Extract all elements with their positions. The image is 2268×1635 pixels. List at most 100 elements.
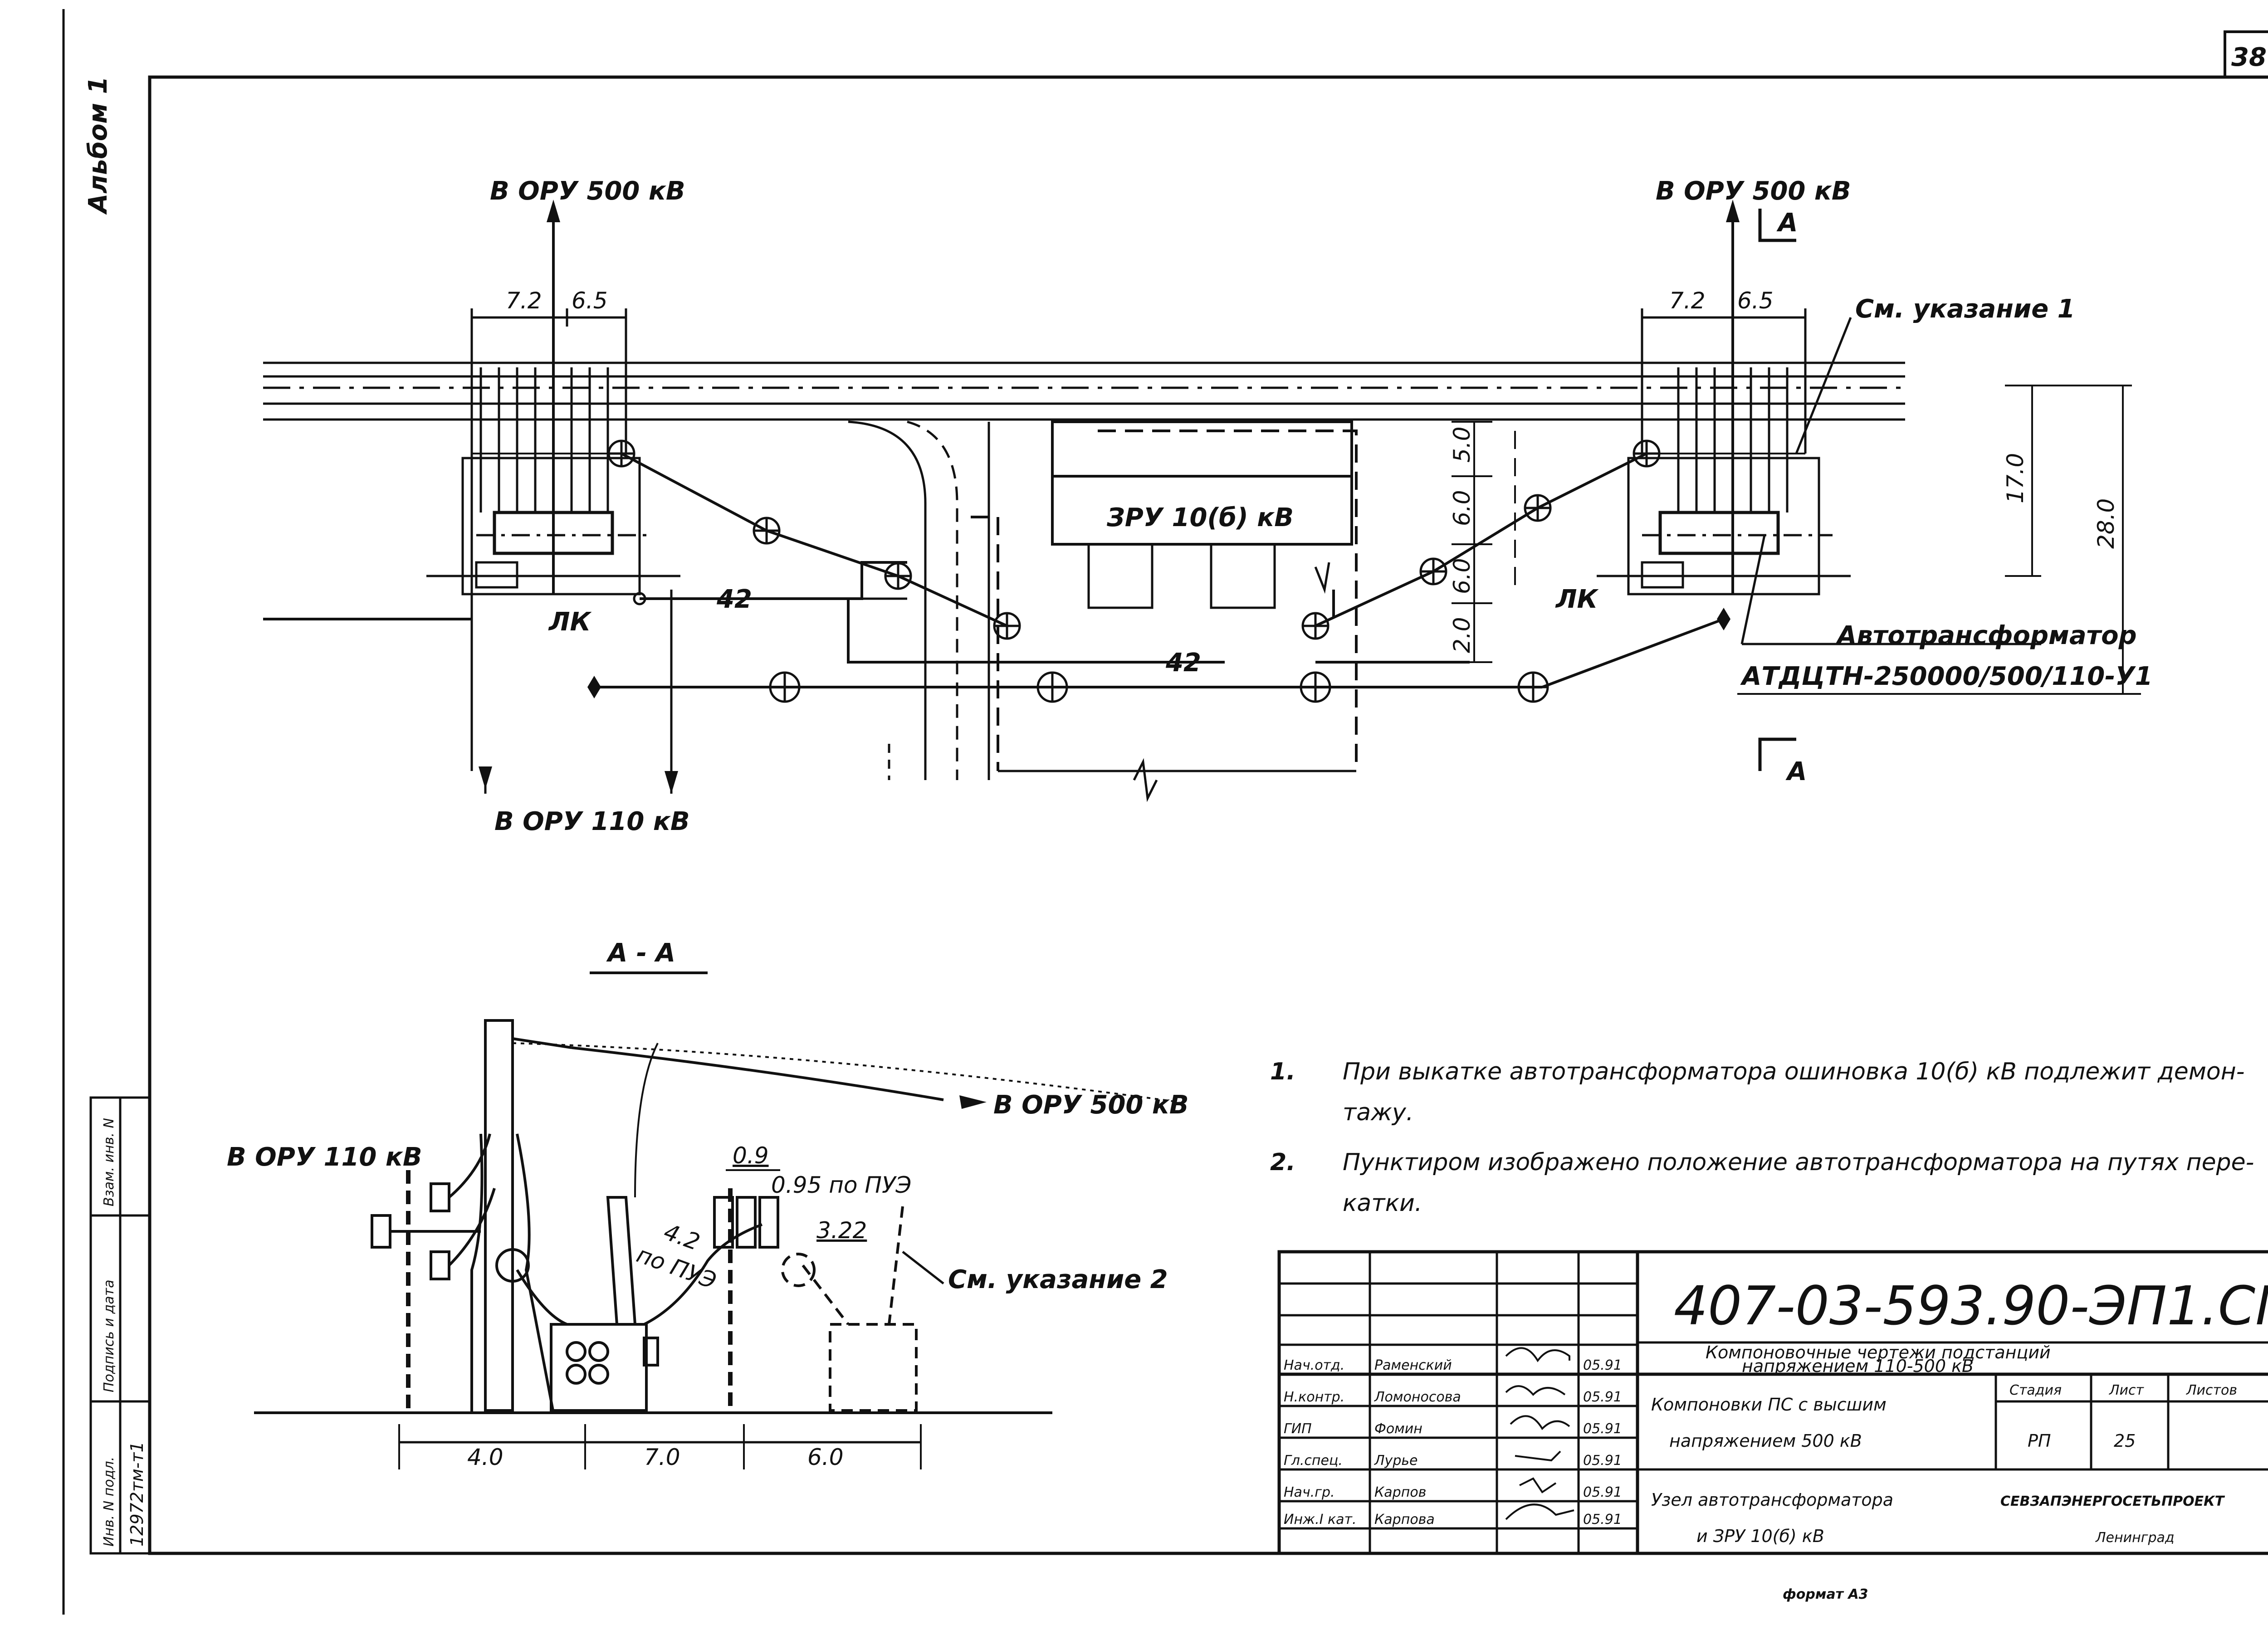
tb-role-0: Нач.отд. <box>1284 1357 1344 1373</box>
stamp-podpis: Подпись и дата <box>101 1280 117 1393</box>
arrow-oru500-section <box>959 1095 987 1109</box>
tb-name-2: Фомин <box>1374 1421 1422 1437</box>
dim-6-5-right: 6.5 <box>1737 288 1774 314</box>
zru-building <box>971 420 1358 802</box>
dim-42-b: 42 <box>1165 648 1201 678</box>
dim-3-22: 3.22 <box>816 1217 867 1244</box>
portal-structure <box>371 1019 572 1413</box>
connection-lines <box>263 452 1725 688</box>
tb-org-1: СЕВЗАПЭНЕРГОСЕТЬПРОЕКТ <box>2000 1493 2225 1509</box>
stamp-inv-podl: Инв. N подл. <box>101 1457 117 1547</box>
tb-project-1: Компоновочные чертежи подстанций <box>1706 1342 2051 1362</box>
section-label-oru110: В ОРУ 110 кВ <box>227 1142 422 1172</box>
section-a-a: А - А 4.0 7.0 6.0 <box>227 938 1189 1470</box>
tb-stage-hdr: Стадия <box>2009 1382 2062 1398</box>
lk-right: ЛК <box>1555 585 1599 614</box>
dim-4-2-pue: по ПУЭ <box>633 1241 720 1294</box>
sheet-frame <box>62 9 2268 1615</box>
notes: 1. При выкатке автотрансформатора ошинов… <box>1270 1058 2254 1217</box>
section-marker-a <box>1758 209 1796 771</box>
dim-7-0: 7.0 <box>644 1444 680 1470</box>
tb-role-1: Н.контр. <box>1284 1389 1344 1405</box>
dim-6-0: 6.0 <box>807 1444 844 1470</box>
bus-tap-point <box>633 592 646 605</box>
line-to-oru500 <box>571 1046 944 1101</box>
tb-list-hdr: Лист <box>2109 1382 2145 1398</box>
note-1-line2: тажу. <box>1343 1099 1413 1126</box>
arrow-down-oru110-b <box>665 771 678 794</box>
section-a-top: А <box>1776 208 1798 238</box>
tb-date-5: 05.91 <box>1583 1512 1622 1528</box>
tb-org-2: Ленинград <box>2095 1530 2175 1546</box>
section-label-oru500: В ОРУ 500 кВ <box>993 1090 1189 1120</box>
arrow-up-oru500-left <box>547 200 560 222</box>
label-oru110: В ОРУ 110 кВ <box>494 807 690 836</box>
album-label: Альбом 1 <box>83 76 113 215</box>
right-transformer-cell <box>1597 209 2041 645</box>
zru-dimensions <box>1452 421 1516 663</box>
tb-sheet-2: и ЗРУ 10(б) кВ <box>1696 1526 1824 1546</box>
overall-dimensions <box>1737 385 2141 695</box>
tb-name-3: Лурье <box>1374 1453 1418 1469</box>
stamp-vzam: Взам. инв. N <box>101 1118 117 1206</box>
note-2-line1: Пунктиром изображено положение автотранс… <box>1343 1149 2254 1176</box>
tb-project-2: напряжением 110-500 кВ <box>1742 1356 1974 1376</box>
main-busbars <box>263 361 1905 421</box>
tb-date-4: 05.91 <box>1583 1484 1622 1500</box>
tb-code: 407-03-593.90-ЭП1.СМ <box>1674 1274 2268 1337</box>
left-transformer-cell <box>426 209 680 794</box>
dim-4-0: 4.0 <box>467 1444 503 1470</box>
section-title: А - А <box>606 938 675 968</box>
sag-line <box>512 1042 1180 1103</box>
tb-name-4: Карпов <box>1374 1484 1426 1500</box>
tb-doc-2: напряжением 500 кВ <box>1669 1431 1862 1451</box>
tb-sheet-1: Узел автотрансформатора <box>1651 1490 1893 1510</box>
dim-6-5-left: 6.5 <box>572 288 608 314</box>
tb-lists-hdr: Листов <box>2186 1382 2237 1398</box>
tb-name-1: Ломоносова <box>1374 1389 1461 1405</box>
see-note-1: См. указание 1 <box>1855 294 2075 324</box>
road <box>848 420 990 780</box>
tb-date-0: 05.91 <box>1583 1357 1622 1373</box>
section-ground <box>254 1411 1052 1469</box>
tb-people: Нач.отд. Раменский 05.91 Н.контр. Ломоно… <box>1284 1357 1622 1528</box>
side-stamp <box>89 1096 151 1555</box>
title-block <box>1277 1250 2268 1555</box>
see-note-2: См. указание 2 <box>948 1265 1168 1294</box>
label-oru500-left: В ОРУ 500 кВ <box>490 176 685 206</box>
rolled-out-transformer <box>781 1206 918 1412</box>
tb-list: 25 <box>2114 1431 2136 1451</box>
dim-6-0-b: 6.0 <box>1449 558 1475 594</box>
dim-7-2-right: 7.2 <box>1669 288 1706 314</box>
section-bus-frame <box>713 1169 780 1413</box>
dim-42-a: 42 <box>716 585 752 614</box>
tb-signatures <box>1505 1347 1574 1520</box>
dim-0-95-pue: 0.95 по ПУЭ <box>771 1172 911 1198</box>
dim-0-9: 0.9 <box>733 1142 769 1169</box>
arrow-down-oru110 <box>479 766 492 789</box>
bus-end-left <box>587 676 601 698</box>
tb-role-2: ГИП <box>1284 1421 1312 1437</box>
label-oru500-right: В ОРУ 500 кВ <box>1656 176 1851 206</box>
tb-role-4: Нач.гр. <box>1284 1484 1335 1500</box>
tb-role-3: Гл.спец. <box>1284 1453 1343 1469</box>
plan-view: В ОРУ 500 кВ 7.2 6.5 В ОРУ 110 кВ <box>263 176 2153 836</box>
format-label: формат А3 <box>1783 1586 1868 1602</box>
see-note-2-leader <box>902 1251 944 1284</box>
stamp-inv-value: 12972тм-т1 <box>127 1441 147 1547</box>
note-1-line1: При выкатке автотрансформатора ошиновка … <box>1343 1058 2245 1085</box>
arrow-up-oru500-right <box>1726 200 1740 222</box>
tb-role-5: Инж.I кат. <box>1284 1512 1357 1528</box>
note-2-num: 2. <box>1270 1149 1295 1176</box>
section-a-bottom: А <box>1785 757 1807 786</box>
page-number: 38 <box>2231 43 2267 72</box>
tb-name-0: Раменский <box>1374 1357 1452 1373</box>
tb-date-3: 05.91 <box>1583 1453 1622 1469</box>
dim-28-0: 28.0 <box>2093 498 2119 549</box>
transformer-title: Автотрансформатор <box>1835 621 2137 650</box>
dim-17-0: 17.0 <box>2002 453 2028 503</box>
tb-name-5: Карпова <box>1374 1512 1435 1528</box>
tb-stage: РП <box>2028 1431 2051 1451</box>
dim-5-0: 5.0 <box>1449 426 1475 463</box>
